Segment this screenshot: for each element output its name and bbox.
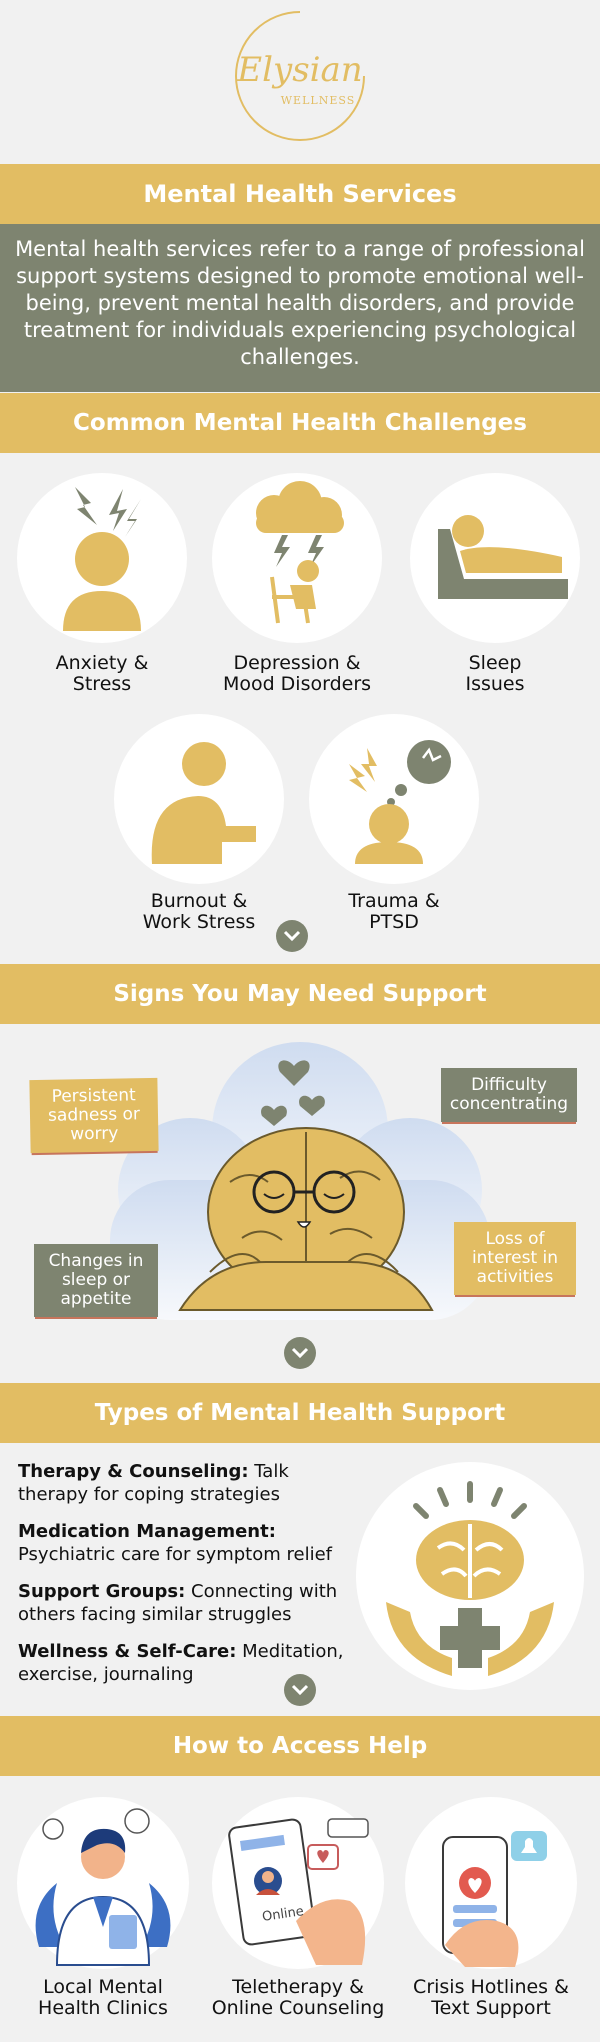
- support-item: Medication Management: Psychiatric care …: [18, 1521, 332, 1565]
- challenge-burnout-circle: [114, 714, 284, 884]
- sign-sleep-appetite-tag: Changes in sleep or appetite: [34, 1244, 158, 1317]
- challenge-burnout-label: Burnout & Work Stress: [142, 890, 256, 933]
- logo: Elysian WELLNESS: [232, 8, 368, 144]
- logo-subtitle: WELLNESS: [280, 94, 356, 107]
- brain-hands-cross-icon: [386, 1481, 554, 1676]
- sign-sadness-tag: Persistent sadness or worry: [29, 1077, 159, 1154]
- brain-hug-icon: [178, 1060, 434, 1311]
- burnout-person-icon: [151, 742, 256, 864]
- access-clinic-label: Local Mental Health Clinics: [38, 1976, 168, 2019]
- challenge-sleep-label: Sleep Issues: [465, 652, 525, 695]
- bed-icon: [438, 515, 568, 599]
- challenge-sleep-circle: [410, 473, 580, 643]
- phone-heart-icon: [442, 1831, 547, 1967]
- support-item: Therapy & Counseling: Talk therapy for c…: [18, 1461, 289, 1505]
- doctor-icon: [35, 1808, 171, 1966]
- challenge-anxiety-circle: [17, 473, 187, 643]
- chevron-down-icon: [276, 920, 308, 952]
- trauma-thought-icon: [349, 740, 451, 864]
- support-circle: [356, 1462, 584, 1690]
- signs-title: Signs You May Need Support: [0, 964, 600, 1024]
- challenge-depression-circle: [212, 473, 382, 643]
- support-title: Types of Mental Health Support: [0, 1383, 600, 1443]
- challenge-trauma-circle: [309, 714, 479, 884]
- logo-script: Elysian: [237, 50, 363, 90]
- support-item: Wellness & Self-Care: Meditation, exerci…: [18, 1641, 344, 1685]
- tablet-video-call-icon: [228, 1818, 369, 1965]
- chevron-down-icon: [284, 1674, 316, 1706]
- challenge-depression-label: Depression & Mood Disorders: [222, 652, 372, 695]
- challenges-title: Common Mental Health Challenges: [0, 393, 600, 453]
- logo-ring-icon: [235, 11, 365, 141]
- support-item: Support Groups: Connecting with others f…: [18, 1581, 338, 1625]
- services-title: Mental Health Services: [0, 164, 600, 224]
- access-hotline-label: Crisis Hotlines & Text Support: [413, 1976, 569, 2019]
- sign-interest-tag: Loss of interest in activities: [454, 1222, 576, 1295]
- services-description: Mental health services refer to a range …: [0, 224, 600, 392]
- storm-cloud-person-icon: [256, 481, 344, 624]
- access-clinic-circle: [17, 1797, 189, 1969]
- access-title: How to Access Help: [0, 1716, 600, 1776]
- chevron-down-icon: [284, 1337, 316, 1369]
- support-list: Therapy & Counseling: Talk therapy for c…: [18, 1460, 348, 1700]
- access-teletherapy-circle: Online: [212, 1797, 384, 1969]
- access-teletherapy-label: Teletherapy & Online Counseling: [211, 1976, 385, 2019]
- sign-concentration-tag: Difficulty concentrating: [441, 1068, 577, 1122]
- challenge-trauma-label: Trauma & PTSD: [348, 890, 440, 933]
- anxiety-head-icon: [63, 487, 141, 631]
- challenge-anxiety-label: Anxiety & Stress: [55, 652, 149, 695]
- access-hotline-circle: [405, 1797, 577, 1969]
